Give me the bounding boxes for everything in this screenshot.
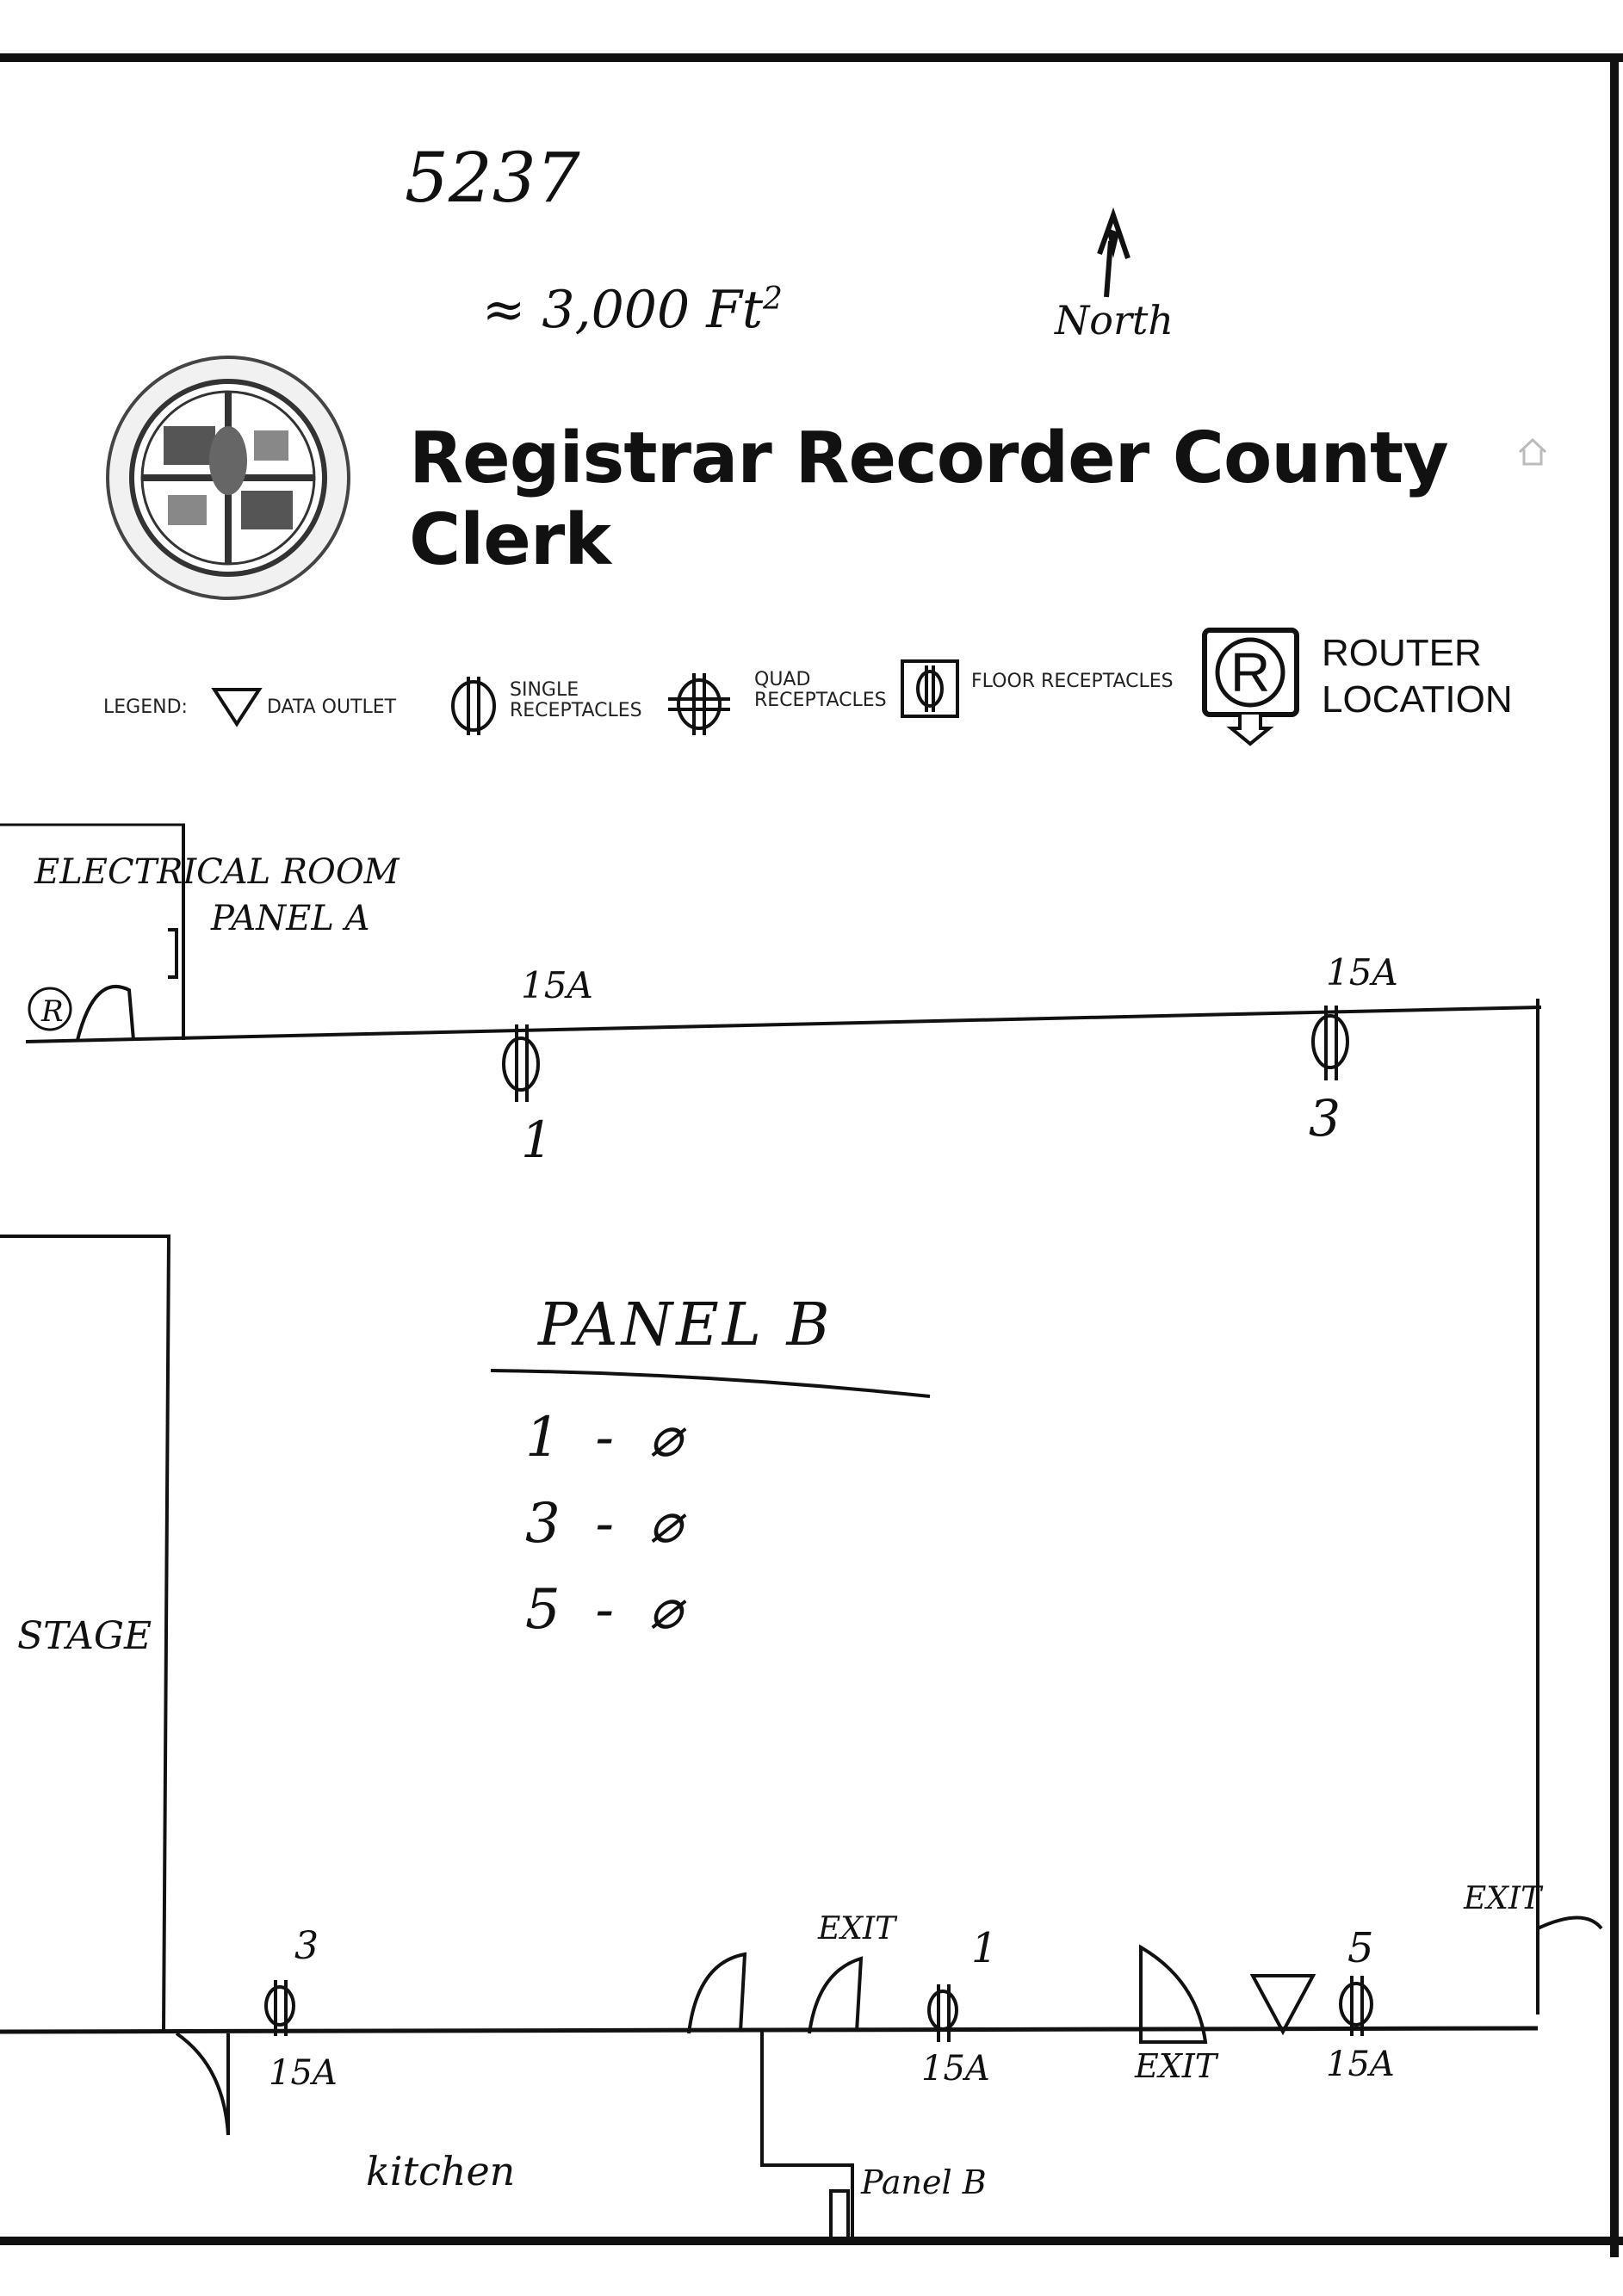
panel-table-row: 1 - ⌀ xyxy=(525,1406,683,1470)
panel-table-row: 5 - ⌀ xyxy=(525,1578,683,1642)
exit-label-1: EXIT xyxy=(818,1911,896,1946)
door-arc-kitchen xyxy=(175,2032,230,2136)
legend-label: LEGEND: xyxy=(103,696,188,718)
floor-receptacle-icon xyxy=(900,659,960,722)
svg-text:R: R xyxy=(40,994,64,1029)
legend-quad-receptacles: QUAD RECEPTACLES xyxy=(754,669,887,711)
north-arrow-icon xyxy=(1081,207,1149,305)
door-arc-right-exit xyxy=(1537,1915,1603,1930)
data-outlet-marker xyxy=(1249,1974,1316,2036)
id-number: 5237 xyxy=(405,138,580,218)
receptacle-bottom-3-amps: 15A xyxy=(1326,2045,1395,2084)
door-arc-bottom-b xyxy=(808,1956,864,2034)
door-arc-bottom-a xyxy=(687,1952,747,2034)
data-outlet-icon xyxy=(211,684,263,731)
receptacle-bottom-2-amps: 15A xyxy=(921,2049,990,2089)
panel-table-row: 3 - ⌀ xyxy=(525,1492,683,1556)
electrical-room-label: ELECTRICAL ROOM xyxy=(34,852,400,892)
panel-a-marker xyxy=(168,928,178,979)
legend-floor-receptacles: FLOOR RECEPTACLES xyxy=(971,671,1174,692)
page-top-border xyxy=(0,53,1623,62)
home-icon xyxy=(1515,435,1550,469)
receptacle-top-right-amps: 15A xyxy=(1326,951,1398,993)
panel-b-box xyxy=(829,2189,850,2240)
receptacle-top-left-circuit: 1 xyxy=(521,1111,553,1169)
north-label: North xyxy=(1055,297,1174,343)
receptacle-bottom-1-circuit: 3 xyxy=(294,1924,319,1968)
receptacle-bottom-2-circuit: 1 xyxy=(971,1924,998,1972)
legend-data-outlet: DATA OUTLET xyxy=(267,696,397,718)
panel-b-bottom-label: Panel B xyxy=(861,2163,987,2201)
page-right-border xyxy=(1610,53,1619,2257)
stage-label: STAGE xyxy=(17,1614,152,1658)
county-seal-logo xyxy=(103,344,353,611)
receptacle-bottom-3-circuit: 5 xyxy=(1347,1924,1374,1972)
receptacle-top-right xyxy=(1311,1006,1349,1080)
receptacle-bottom-1-amps: 15A xyxy=(269,2053,338,2093)
panel-b-leader xyxy=(760,2032,854,2238)
legend-router-location: ROUTER LOCATION xyxy=(1322,632,1513,721)
svg-text:R: R xyxy=(1230,641,1270,703)
receptacle-top-left-amps: 15A xyxy=(521,964,593,1006)
kitchen-label: kitchen xyxy=(366,2148,516,2194)
quad-receptacle-icon xyxy=(665,670,734,742)
router-icon: R xyxy=(1201,627,1300,747)
approx-icon: ≈ xyxy=(482,280,542,340)
stage-right xyxy=(162,1235,170,2033)
panel-table-title: PANEL B xyxy=(538,1291,833,1359)
receptacle-bottom-3 xyxy=(1339,1976,1373,2036)
page-bottom-border xyxy=(0,2237,1623,2245)
exit-label-3: EXIT xyxy=(1464,1881,1542,1916)
panel-a-label: PANEL A xyxy=(211,899,370,938)
single-receptacle-icon xyxy=(448,671,499,744)
receptacle-bottom-2 xyxy=(927,1984,958,2042)
bottom-wall xyxy=(0,2026,1539,2034)
panel-table: 1 - ⌀ 3 - ⌀ 5 - ⌀ xyxy=(525,1395,784,1653)
page-title: Registrar Recorder County Clerk xyxy=(409,418,1449,581)
receptacle-bottom-1 xyxy=(264,1980,295,2036)
router-marker-left xyxy=(28,987,72,1031)
top-wall xyxy=(25,1006,1542,1043)
panel-table-underline xyxy=(490,1369,931,1398)
electrical-door-swing xyxy=(76,984,135,1041)
receptacle-top-right-circuit: 3 xyxy=(1309,1089,1341,1148)
door-arc-bottom-c xyxy=(1139,1944,1208,2044)
receptacle-top-left xyxy=(502,1024,540,1102)
exit-label-2: EXIT xyxy=(1135,2047,1217,2085)
legend-single-receptacles: SINGLE RECEPTACLES xyxy=(510,679,642,721)
area-label: ≈ 3,000 Ft2 xyxy=(482,280,783,340)
